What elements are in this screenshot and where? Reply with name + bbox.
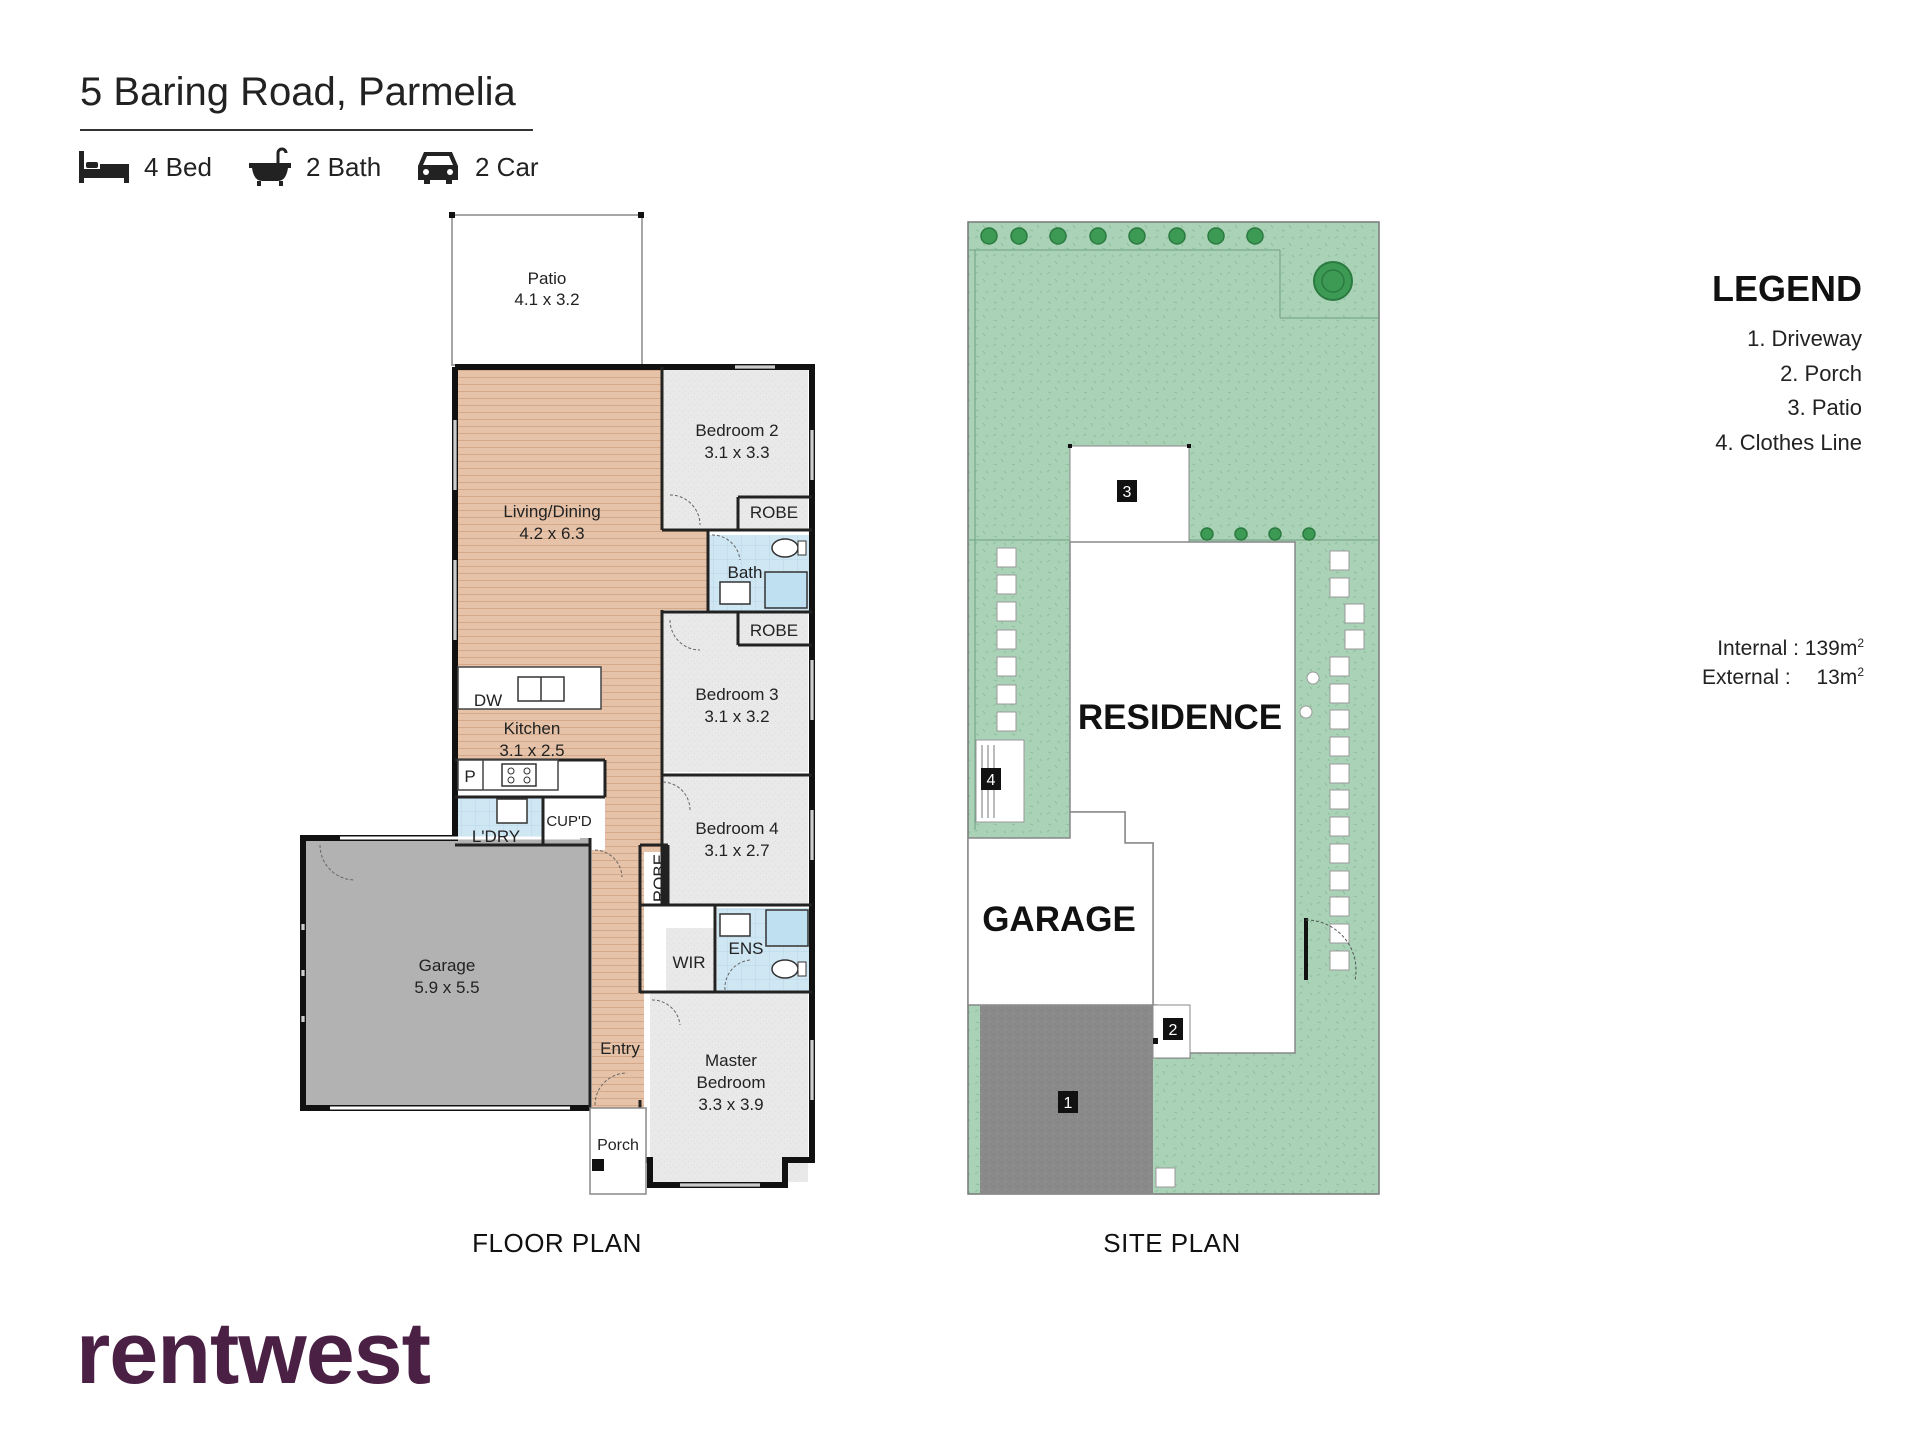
hallway-floor [660, 530, 708, 610]
kitchen-label: Kitchen [504, 719, 561, 738]
master-label-1: Master [705, 1051, 757, 1070]
corridor-floor [605, 760, 662, 852]
external-area-value: 13m [1816, 666, 1858, 689]
wir-floor [666, 928, 714, 992]
bath-vanity [719, 581, 751, 605]
living-size: 4.2 x 6.3 [519, 524, 584, 543]
car-count: 2 Car [475, 151, 539, 182]
bath-shower [764, 571, 808, 609]
residence-label: RESIDENCE [1078, 698, 1282, 737]
wir-label: WIR [672, 953, 705, 972]
bedroom3-floor [663, 612, 808, 772]
legend-item: 4. Clothes Line [1715, 429, 1862, 455]
feature-bed: 4 Bed [78, 147, 212, 187]
marker-1: 1 [1064, 1095, 1073, 1112]
marker-3: 3 [1123, 484, 1132, 501]
living-label: Living/Dining [503, 502, 600, 521]
legend-title: LEGEND [1711, 268, 1862, 309]
patio-size: 4.1 x 3.2 [514, 290, 579, 309]
cooktop [501, 763, 537, 787]
bedroom3-size: 3.1 x 3.2 [704, 707, 769, 726]
ens-label: ENS [729, 939, 764, 958]
ens-vanity [719, 913, 751, 937]
bath-count: 2 Bath [306, 151, 382, 182]
car-icon [418, 152, 458, 184]
internal-area-value: : 139m [1793, 637, 1858, 660]
entry-floor [592, 850, 644, 1110]
shrubs [980, 227, 1316, 541]
area-unit: 2 [1857, 665, 1864, 679]
marker-2: 2 [1169, 1022, 1178, 1039]
bedroom2-floor [663, 367, 808, 530]
bedroom4-floor [663, 775, 808, 905]
external-area: External : 13m2 [1702, 665, 1864, 690]
master-label-2: Bedroom [697, 1073, 766, 1092]
laundry-tub [496, 798, 528, 824]
garage-size: 5.9 x 5.5 [414, 978, 479, 997]
pantry-label: P [464, 767, 475, 786]
legend-item: 1. Driveway [1747, 326, 1862, 351]
patio-label: Patio [528, 269, 567, 288]
internal-area: Internal : 139m2 [1717, 636, 1864, 661]
robe1-label: ROBE [750, 503, 798, 522]
property-address: 5 Baring Road, Parmelia [80, 70, 516, 114]
site-plan-caption: SITE PLAN [1103, 1228, 1241, 1258]
bedroom3-label: Bedroom 3 [695, 685, 778, 704]
brand-logo: rentwest [76, 1303, 431, 1402]
legend-list: 1. Driveway 2. Porch 3. Patio 4. Clothes… [1715, 322, 1862, 460]
legend-item: 2. Porch [1780, 360, 1862, 386]
bedroom2-size: 3.1 x 3.3 [704, 443, 769, 462]
tree [1313, 261, 1353, 301]
bedroom2-label: Bedroom 2 [695, 421, 778, 440]
feature-bath: 2 Bath [248, 147, 381, 187]
external-area-label: External : [1702, 666, 1791, 689]
patio-area [451, 214, 643, 366]
door-swings [319, 494, 751, 1106]
porch-area [589, 1107, 647, 1195]
garage-floor [303, 838, 590, 1108]
laundry-label: L'DRY [472, 827, 520, 846]
cupboard-label: CUP'D [546, 813, 592, 830]
dw-label: DW [474, 691, 502, 710]
master-size: 3.3 x 3.9 [698, 1095, 763, 1114]
robe2-label: ROBE [750, 621, 798, 640]
entry-label: Entry [600, 1039, 640, 1058]
garage-site-label: GARAGE [982, 900, 1136, 939]
title-divider [80, 129, 533, 131]
area-unit: 2 [1857, 636, 1864, 650]
internal-area-label: Internal [1717, 637, 1788, 660]
bath-icon [249, 147, 291, 186]
feature-car: 2 Car [415, 147, 539, 187]
living-dining-floor [455, 367, 662, 677]
floor-plan-caption: FLOOR PLAN [472, 1228, 642, 1258]
bed-icon [79, 151, 129, 183]
porch-label: Porch [597, 1137, 639, 1154]
bedroom4-label: Bedroom 4 [695, 819, 778, 838]
robe3-label: ROBE [650, 854, 669, 902]
legend-item: 3. Patio [1787, 395, 1862, 420]
bedroom4-size: 3.1 x 2.7 [704, 841, 769, 860]
kitchen-size: 3.1 x 2.5 [499, 741, 564, 760]
marker-4: 4 [987, 772, 996, 789]
site-porch [1152, 1004, 1191, 1059]
garage-label: Garage [419, 956, 476, 975]
ens-shower [765, 909, 809, 947]
master-floor [650, 992, 808, 1182]
bed-count: 4 Bed [144, 151, 212, 182]
stepping-stones [996, 547, 1365, 1188]
bath-label: Bath [728, 563, 763, 582]
